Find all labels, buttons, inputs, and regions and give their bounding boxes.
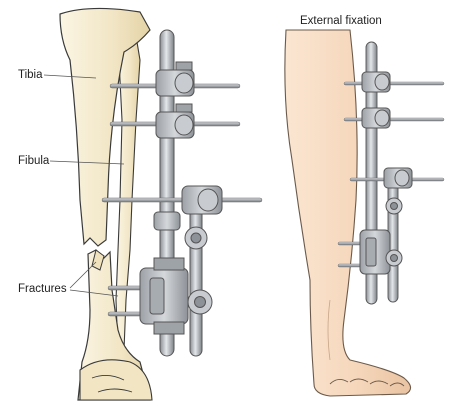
tibia-upper <box>59 7 151 247</box>
label-fibula: Fibula <box>18 155 125 167</box>
rod-connector <box>385 197 403 215</box>
leg-illustration <box>284 29 412 397</box>
pin-clamp-lower <box>359 229 391 275</box>
pin-clamp <box>181 185 223 215</box>
bone-illustration <box>59 7 153 401</box>
leader-line <box>43 74 97 79</box>
leader-line <box>49 160 125 165</box>
diagram-title: External fixation <box>300 15 382 27</box>
left-fixator <box>101 29 263 357</box>
pin-clamp <box>361 71 391 93</box>
right-fixator <box>337 41 445 305</box>
label-fractures-text: Fractures <box>18 283 67 295</box>
fracture-fragment <box>91 249 105 271</box>
rod-connector <box>385 249 403 267</box>
fibula-bone <box>115 35 141 353</box>
leader-line <box>69 289 119 297</box>
label-tibia: Tibia <box>18 69 97 81</box>
fixator-secondary-rod <box>189 195 203 357</box>
leg-skin <box>284 29 412 397</box>
pin-clamp <box>361 107 391 129</box>
pin-clamp <box>383 167 413 189</box>
ankle-bones <box>79 359 153 401</box>
toes <box>329 378 405 387</box>
pin-clamp-lower <box>139 257 189 335</box>
rod-connector <box>153 211 208 250</box>
pin-clamp <box>155 61 195 97</box>
rod-connector <box>187 289 213 315</box>
label-fibula-text: Fibula <box>18 155 50 167</box>
pin-clamp <box>155 103 195 139</box>
label-fractures: Fractures <box>18 261 119 297</box>
label-tibia-text: Tibia <box>18 69 43 81</box>
leader-line <box>69 261 97 289</box>
